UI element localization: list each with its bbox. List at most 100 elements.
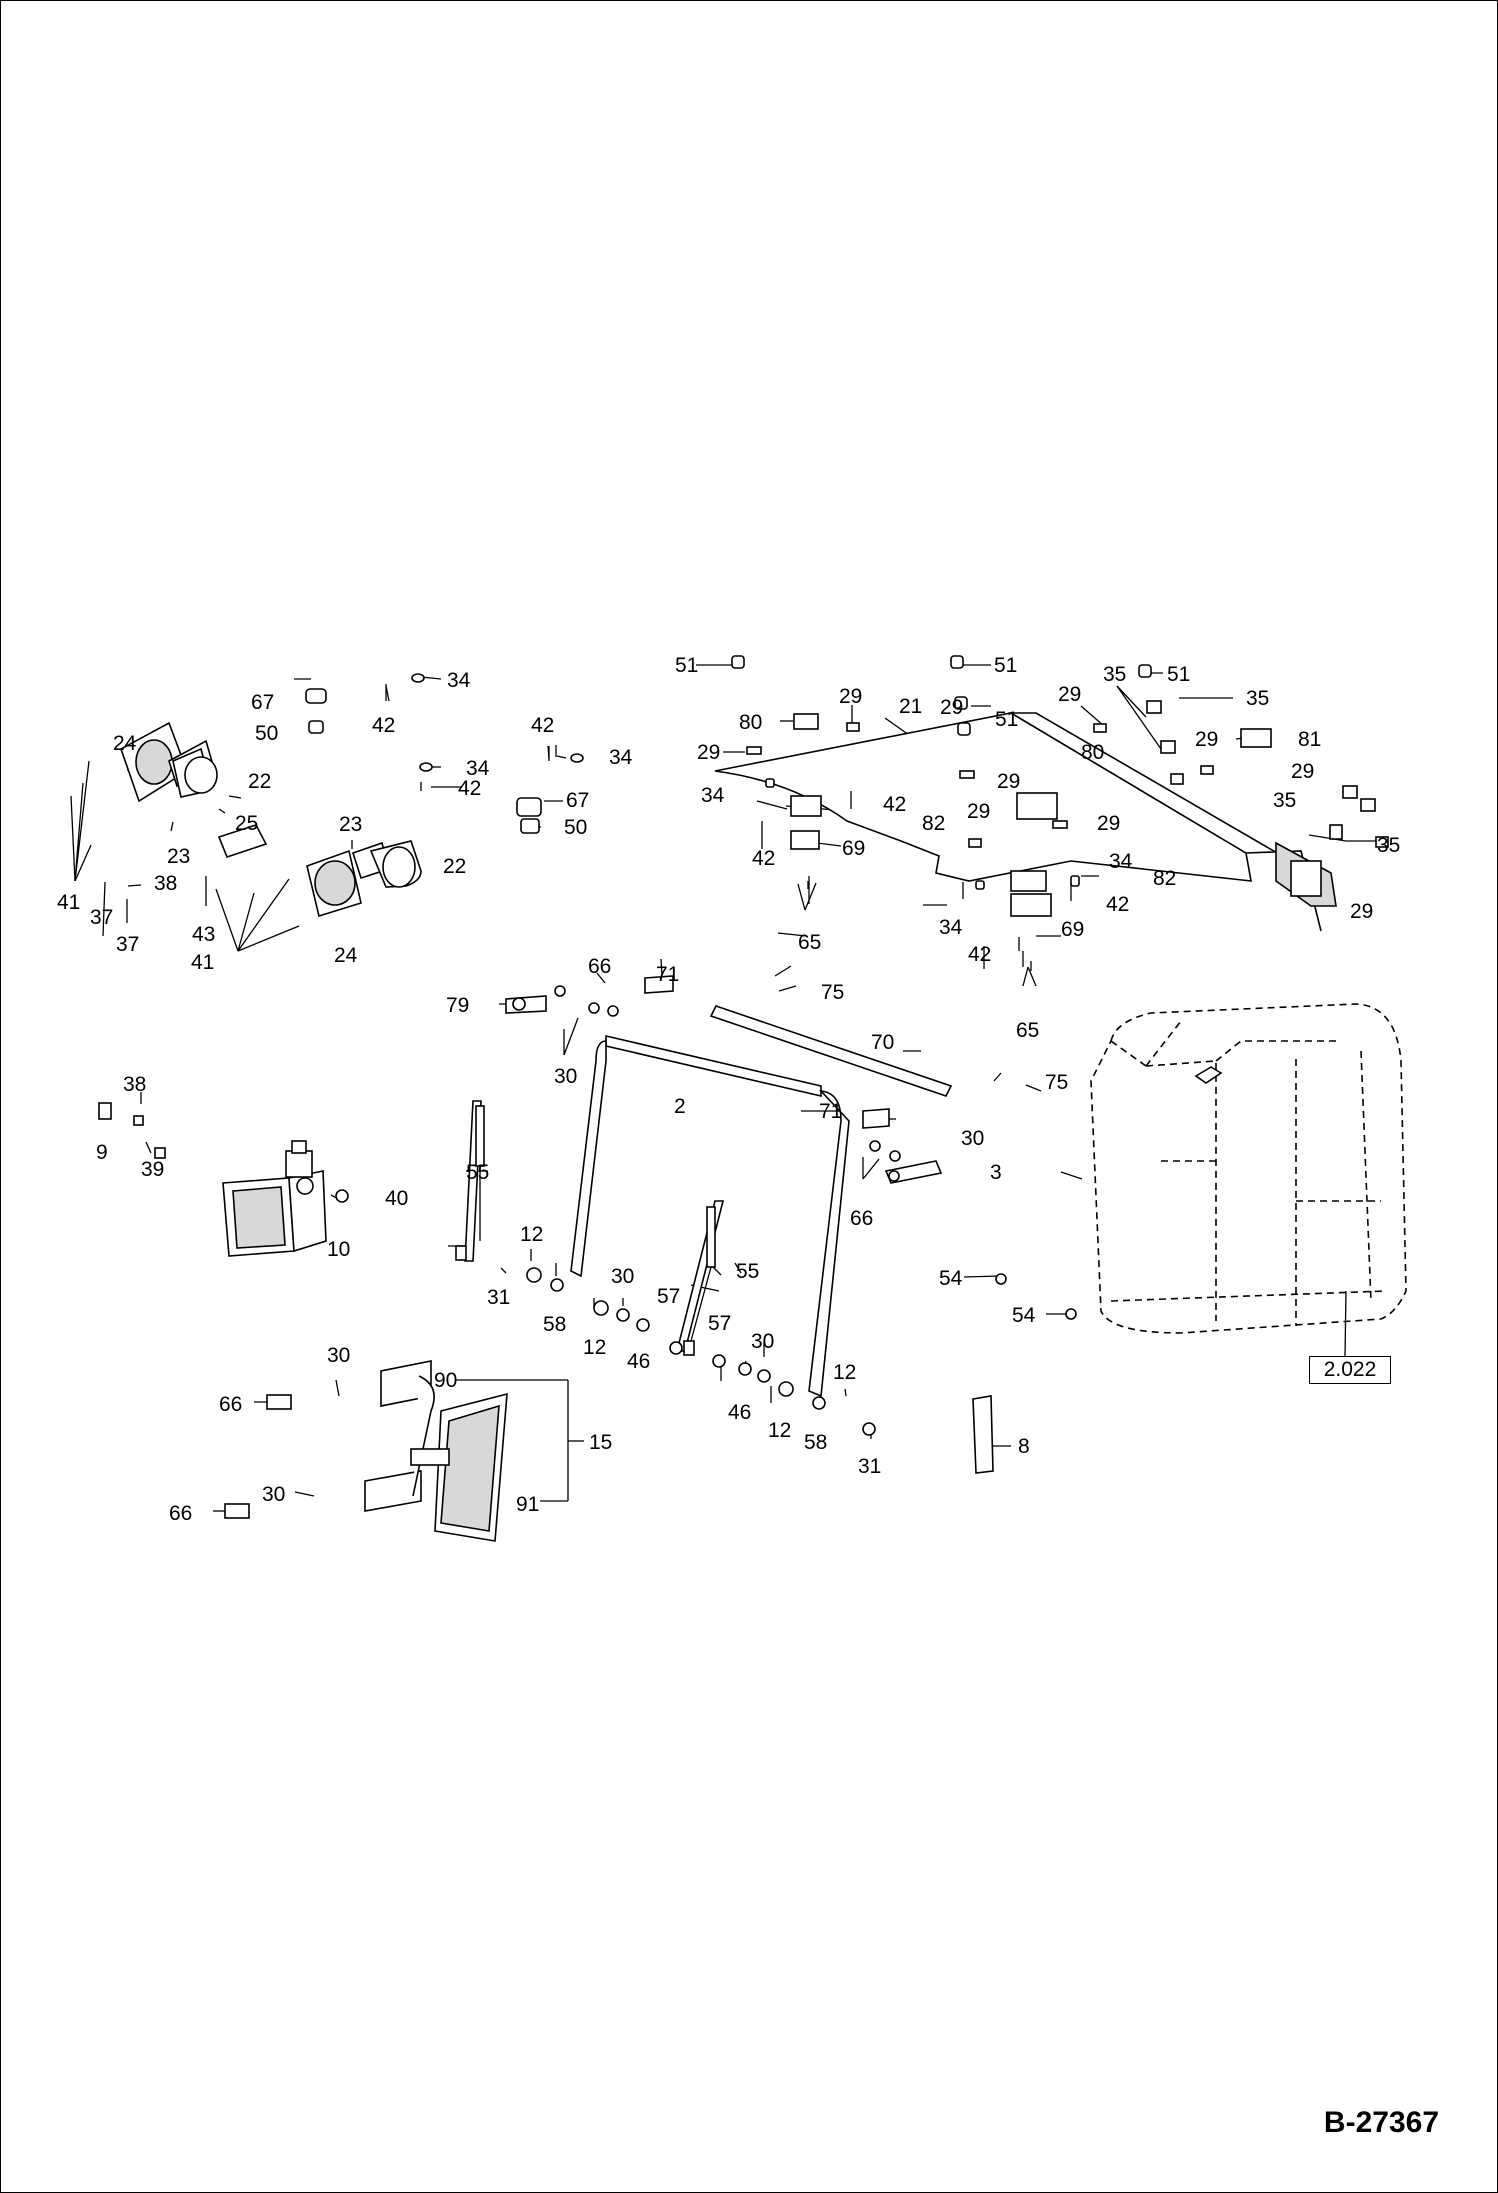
callout-43: 43 <box>192 923 215 946</box>
callout-66: 66 <box>850 1207 873 1230</box>
callout-29: 29 <box>1058 683 1081 706</box>
callout-30: 30 <box>327 1344 350 1367</box>
callout-71: 71 <box>819 1100 842 1123</box>
callout-55: 55 <box>736 1260 759 1283</box>
callout-91: 91 <box>516 1493 539 1516</box>
callout-22: 22 <box>443 855 466 878</box>
callout-41: 41 <box>191 951 214 974</box>
callout-37: 37 <box>90 906 113 929</box>
callout-65: 65 <box>798 931 821 954</box>
callout-23: 23 <box>167 845 190 868</box>
callout-35: 35 <box>1273 789 1296 812</box>
callout-35: 35 <box>1377 834 1400 857</box>
callout-65: 65 <box>1016 1019 1039 1042</box>
callout-58: 58 <box>543 1313 566 1336</box>
callout-42: 42 <box>531 714 554 737</box>
callout-69: 69 <box>842 837 865 860</box>
cross-reference-box: 2.022 <box>1309 1356 1391 1384</box>
callout-38: 38 <box>123 1073 146 1096</box>
callout-80: 80 <box>1081 741 1104 764</box>
callout-22: 22 <box>248 770 271 793</box>
callout-66: 66 <box>588 955 611 978</box>
callout-46: 46 <box>728 1401 751 1424</box>
callout-54: 54 <box>939 1267 963 1290</box>
callout-50: 50 <box>255 722 278 745</box>
callout-30: 30 <box>262 1483 285 1506</box>
callout-79: 79 <box>446 994 469 1017</box>
callout-39: 39 <box>141 1158 164 1181</box>
callout-38: 38 <box>154 872 177 895</box>
callout-51: 51 <box>995 708 1018 731</box>
callout-90: 90 <box>434 1369 457 1392</box>
callout-12: 12 <box>768 1419 791 1442</box>
callout-35: 35 <box>1103 663 1126 686</box>
cab-phantom-outline <box>1090 1003 1407 1334</box>
callout-82: 82 <box>1153 867 1176 890</box>
callout-10: 10 <box>327 1238 350 1261</box>
callout-30: 30 <box>751 1330 774 1353</box>
gas-springs <box>455 1105 716 1356</box>
callout-66: 66 <box>169 1502 192 1525</box>
callout-30: 30 <box>611 1265 634 1288</box>
callout-34: 34 <box>447 669 471 692</box>
callout-25: 25 <box>235 812 258 835</box>
callout-55: 55 <box>466 1161 489 1184</box>
callout-40: 40 <box>385 1187 408 1210</box>
callout-29: 29 <box>697 741 720 764</box>
callout-80: 80 <box>739 711 762 734</box>
callout-29: 29 <box>997 770 1020 793</box>
callout-21: 21 <box>899 695 922 718</box>
callout-2: 2 <box>674 1095 686 1118</box>
callout-34: 34 <box>1109 850 1133 873</box>
callout-67: 67 <box>566 789 589 812</box>
callout-42: 42 <box>883 793 906 816</box>
callout-30: 30 <box>554 1065 577 1088</box>
callout-58: 58 <box>804 1431 827 1454</box>
callout-42: 42 <box>968 943 991 966</box>
callout-24: 24 <box>334 944 358 967</box>
callout-57: 57 <box>708 1312 731 1335</box>
callout-51: 51 <box>675 654 698 677</box>
drawing-number: B-27367 <box>1323 2106 1439 2139</box>
callout-67: 67 <box>251 691 274 714</box>
callout-54: 54 <box>1012 1304 1036 1327</box>
callout-82: 82 <box>922 812 945 835</box>
callout-30: 30 <box>961 1127 984 1150</box>
callout-51: 51 <box>1167 663 1190 686</box>
callout-57: 57 <box>657 1285 680 1308</box>
callout-42: 42 <box>1106 893 1129 916</box>
callout-24: 24 <box>113 732 137 755</box>
callout-29: 29 <box>1195 728 1218 751</box>
callout-50: 50 <box>564 816 587 839</box>
callout-3: 3 <box>990 1161 1002 1184</box>
callout-labels: 51 51 51 51 35 35 35 35 29 29 29 29 29 2… <box>57 654 1400 1525</box>
callout-29: 29 <box>839 685 862 708</box>
callout-35: 35 <box>1246 687 1269 710</box>
speaker-assemblies <box>120 673 584 918</box>
callout-37: 37 <box>116 933 139 956</box>
callout-12: 12 <box>520 1223 543 1246</box>
callout-9: 9 <box>96 1141 108 1164</box>
callout-34: 34 <box>466 757 490 780</box>
callout-66: 66 <box>219 1393 242 1416</box>
work-light <box>98 1102 349 1257</box>
guard-frame <box>464 975 1077 1474</box>
callout-23: 23 <box>339 813 362 836</box>
callout-41: 41 <box>57 891 80 914</box>
callout-71: 71 <box>656 963 679 986</box>
mirror-assembly <box>224 1360 508 1542</box>
callout-29: 29 <box>967 800 990 823</box>
callout-42: 42 <box>372 714 395 737</box>
roof-hardware <box>731 655 1389 971</box>
callout-42: 42 <box>458 777 481 800</box>
callout-46: 46 <box>627 1350 650 1373</box>
callout-29: 29 <box>940 696 963 719</box>
callout-75: 75 <box>821 981 844 1004</box>
callout-8: 8 <box>1018 1435 1030 1458</box>
callout-75: 75 <box>1045 1071 1068 1094</box>
callout-29: 29 <box>1097 812 1120 835</box>
callout-29: 29 <box>1291 760 1314 783</box>
callout-69: 69 <box>1061 918 1084 941</box>
